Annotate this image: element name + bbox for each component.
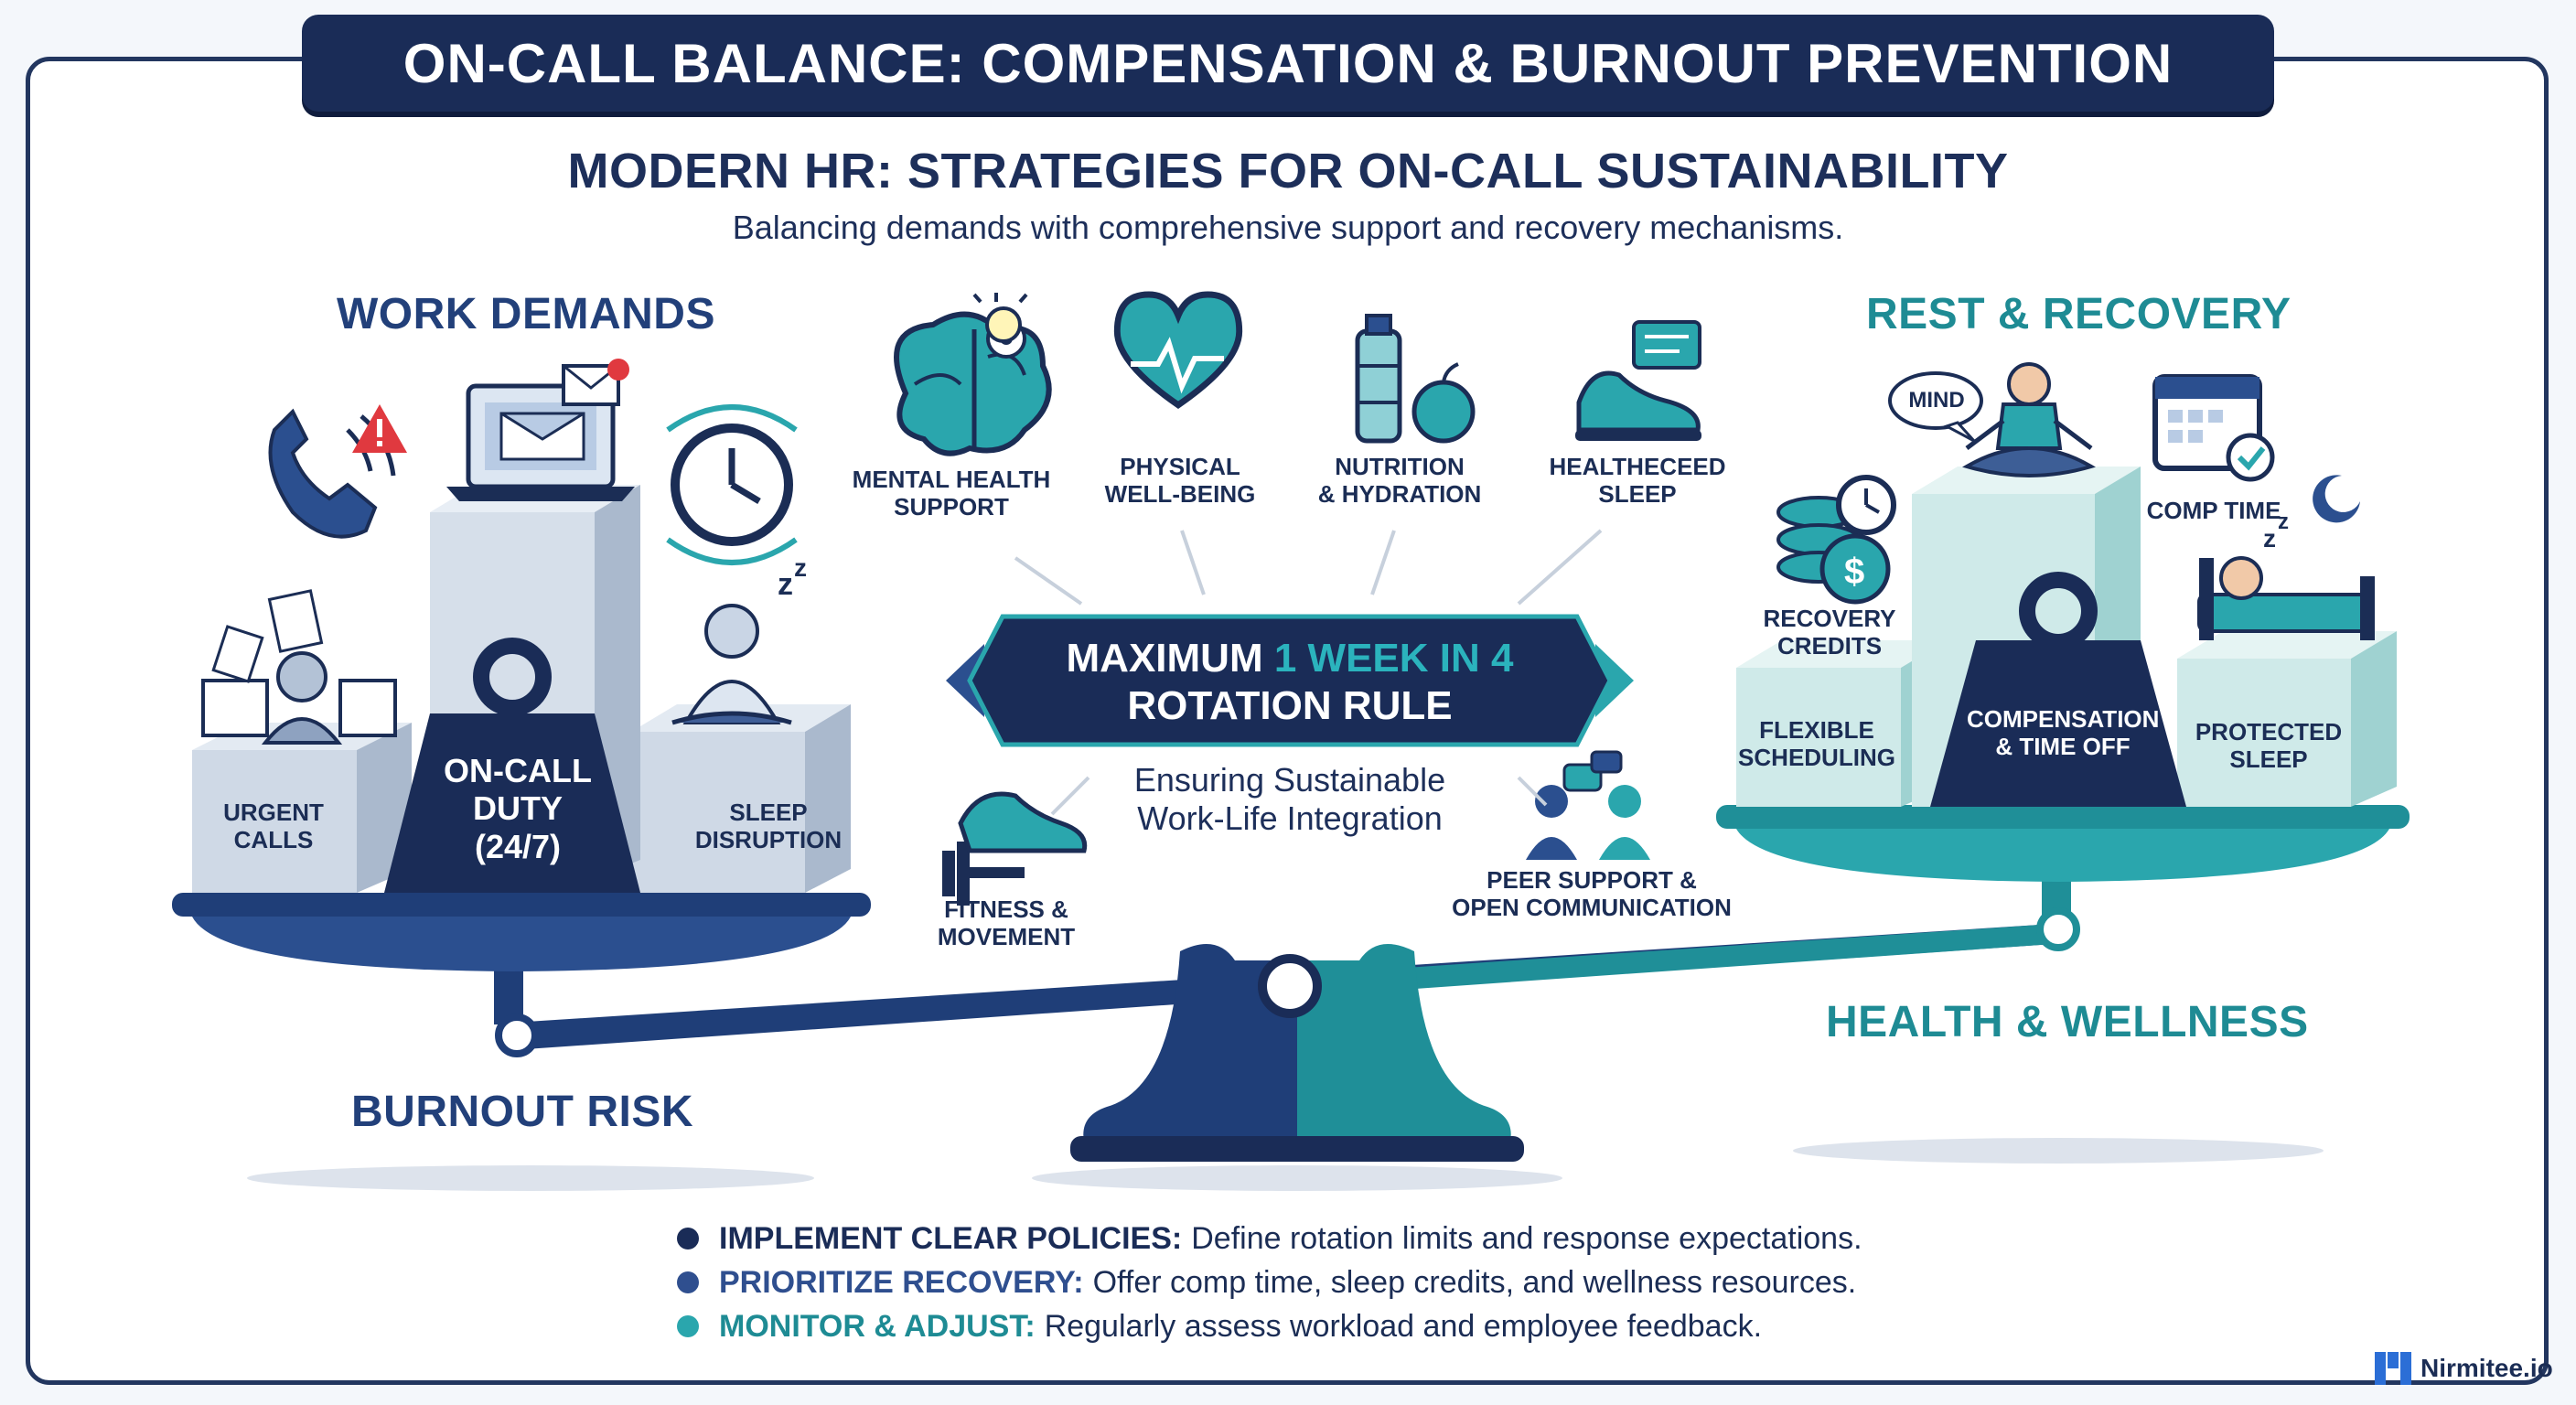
rotation-rule-banner <box>946 614 1634 747</box>
svg-text:z: z <box>2263 524 2276 552</box>
clock-icon <box>666 404 798 565</box>
svg-text:$: $ <box>1844 552 1864 592</box>
right-scale-pan <box>1716 805 2410 882</box>
brand-name: Nirmitee.io <box>2420 1354 2553 1382</box>
compensation-weight <box>1930 572 2186 807</box>
left-scale-pan <box>172 893 871 971</box>
laptop-email-icon <box>446 359 635 501</box>
burnout-risk-label: BURNOUT RISK <box>351 1088 693 1136</box>
comp-time-calendar-icon <box>2152 374 2275 482</box>
meditating-person <box>1962 362 2096 477</box>
rotation-rule-highlight: 1 WEEK IN 4 <box>1273 636 1514 681</box>
health-wellness-label: HEALTH & WELLNESS <box>1826 998 2309 1046</box>
svg-text:z: z <box>2278 509 2289 534</box>
fitness-movement-label: FITNESS &MOVEMENT <box>937 896 1076 950</box>
title-banner: ON-CALL BALANCE: COMPENSATION & BURNOUT … <box>302 15 2274 112</box>
bullet-dot <box>677 1315 699 1337</box>
rotation-rule-panel: MAXIMUM 1 WEEK IN 4 ROTATION RULE <box>979 611 1601 748</box>
connector-rays <box>1014 529 1603 816</box>
compensation-time-off-label: COMPENSATION& TIME OFF <box>1967 705 2160 760</box>
brain-mental-health-icon <box>894 293 1052 456</box>
protected-sleep-block <box>2177 631 2397 807</box>
brand-logo: Nirmitee.io <box>2375 1352 2553 1385</box>
bullet-dot <box>677 1228 699 1249</box>
sleepless-person: z z <box>671 553 807 725</box>
mind-bubble-label: MIND <box>1908 388 1965 413</box>
scale-fulcrum <box>1070 944 1524 1162</box>
water-bottle-apple-icon <box>1355 314 1476 444</box>
subtitle: MODERN HR: STRATEGIES FOR ON-CALL SUSTAI… <box>567 144 2009 198</box>
sleeping-in-bed-icon: z z <box>2197 475 2375 640</box>
left-shadow <box>247 1165 814 1191</box>
comp-time-label: COMP TIME <box>2146 497 2281 524</box>
heart-physical-icon <box>1113 291 1243 409</box>
peer-support-people-icon <box>1526 750 1650 860</box>
on-call-weight <box>384 638 640 893</box>
rest-recovery-heading: REST & RECOVERY <box>1866 290 2292 338</box>
svg-text:z: z <box>778 567 793 602</box>
bullet-dot <box>677 1271 699 1293</box>
alert-warning-icon <box>352 404 407 453</box>
brand-mark-icon <box>2375 1352 2411 1385</box>
bullet-item: IMPLEMENT CLEAR POLICIES: Define rotatio… <box>677 1217 2049 1260</box>
page-title: ON-CALL BALANCE: COMPENSATION & BURNOUT … <box>402 32 2174 94</box>
stressed-worker-at-desk <box>201 589 397 745</box>
mind-speech-bubble <box>1888 371 1983 443</box>
fitness-dumbbell-sneaker-icon <box>942 791 1088 906</box>
bullet-item: MONITOR & ADJUST: Regularly assess workl… <box>677 1304 2049 1348</box>
policy-bullets: IMPLEMENT CLEAR POLICIES: Define rotatio… <box>677 1217 2049 1348</box>
peer-support-label: PEER SUPPORT &OPEN COMMUNICATION <box>1452 866 1732 921</box>
nutrition-hydration-label: NUTRITION& HYDRATION <box>1317 453 1482 508</box>
svg-text:z: z <box>794 553 807 582</box>
work-demands-heading: WORK DEMANDS <box>337 290 715 338</box>
recovery-credits-coins-icon: $ <box>1776 475 1896 605</box>
center-shadow <box>1032 1165 1562 1191</box>
rotation-rule-text: MAXIMUM 1 WEEK IN 4 ROTATION RULE <box>1066 636 1514 728</box>
rotation-rule-subtitle: Ensuring Sustainable Work-Life Integrati… <box>1133 761 1446 838</box>
tagline: Balancing demands with comprehensive sup… <box>732 209 1844 246</box>
sneaker-sleep-icon <box>1575 320 1701 441</box>
bullet-item: PRIORITIZE RECOVERY: Offer comp time, sl… <box>677 1260 2049 1304</box>
right-shadow <box>1793 1138 2324 1164</box>
